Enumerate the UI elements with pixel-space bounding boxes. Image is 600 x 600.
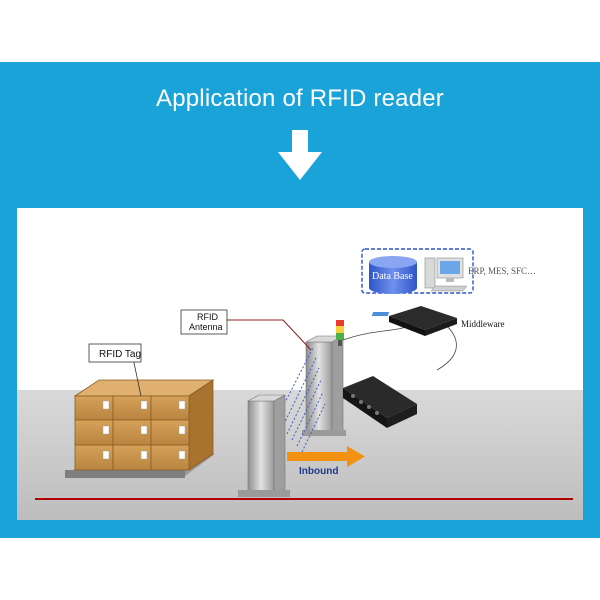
rfid-tag-callout bbox=[88, 343, 142, 397]
inbound-arrow bbox=[287, 446, 365, 467]
rfid-antenna-callout bbox=[180, 309, 312, 351]
rfid-antenna-label-line1: RFID bbox=[197, 312, 218, 322]
rfid-antenna-label-line2: Antenna bbox=[189, 322, 223, 332]
page-title: Application of RFID reader bbox=[156, 85, 444, 112]
pallet-boxes bbox=[65, 379, 215, 478]
rfid-application-diagram: RFID Tag RFID Antenna bbox=[17, 208, 583, 520]
rfid-reader-device bbox=[343, 376, 417, 428]
down-arrow-icon bbox=[278, 130, 322, 180]
database-icon bbox=[369, 256, 417, 294]
middleware-device bbox=[371, 306, 457, 336]
computer-icon bbox=[424, 257, 468, 292]
rfid-tag-label: RFID Tag bbox=[99, 349, 141, 360]
middleware-label: Middleware bbox=[461, 319, 504, 329]
database-label: Data Base bbox=[372, 271, 413, 282]
signal-light-tower bbox=[336, 320, 344, 346]
rf-signal-waves bbox=[276, 347, 326, 453]
rfid-antenna-front bbox=[238, 394, 290, 497]
rfid-antenna-rear bbox=[302, 335, 346, 436]
backend-systems-label: ERP, MES, SFC… bbox=[468, 266, 536, 276]
inbound-label: Inbound bbox=[299, 466, 338, 477]
